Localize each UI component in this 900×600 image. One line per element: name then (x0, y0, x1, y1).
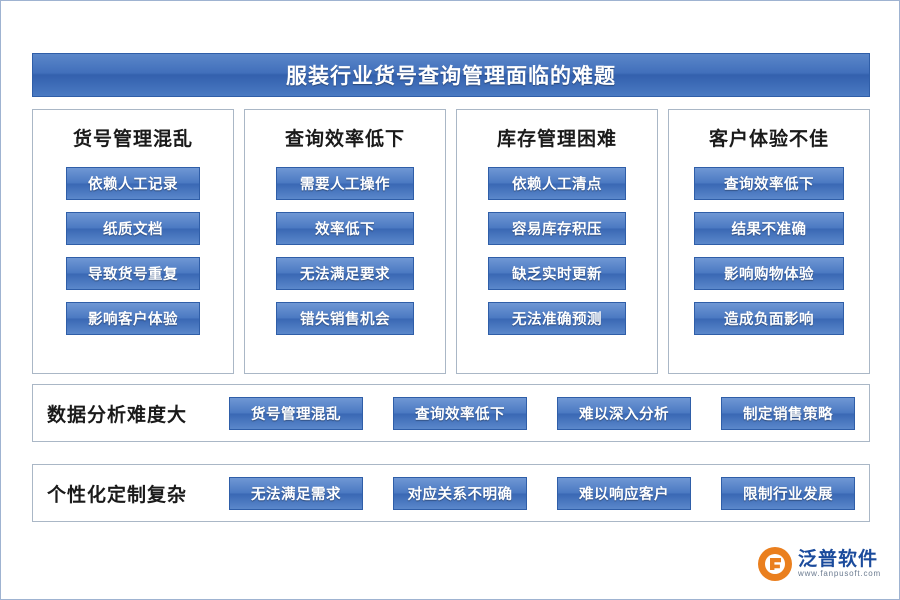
strip-gexinghua-dingzhi-fuza: 个性化定制复杂 无法满足需求 对应关系不明确 难以响应客户 限制行业发展 (32, 464, 870, 522)
strip-chips: 货号管理混乱 查询效率低下 难以深入分析 制定销售策略 (229, 396, 869, 430)
strip-label: 个性化定制复杂 (47, 484, 188, 506)
chip: 依赖人工记录 (66, 167, 200, 200)
chip: 造成负面影响 (694, 302, 844, 335)
chip: 无法准确预测 (488, 302, 626, 335)
chip: 效率低下 (276, 212, 414, 245)
column-huohao-guanli-hunluan: 货号管理混乱 依赖人工记录 纸质文档 导致货号重复 影响客户体验 (32, 109, 234, 374)
chip: 限制行业发展 (721, 476, 855, 510)
logo-text: 泛普软件 www.fanpusoft.com (798, 548, 881, 578)
chip: 影响客户体验 (66, 302, 200, 335)
column-heading: 货号管理混乱 (72, 129, 193, 150)
column-chaxun-xiaolv-dixia: 查询效率低下 需要人工操作 效率低下 无法满足要求 错失销售机会 (244, 109, 446, 374)
chip: 无法满足要求 (276, 257, 414, 290)
strip-shuju-fenxi-nandu-da: 数据分析难度大 货号管理混乱 查询效率低下 难以深入分析 制定销售策略 (32, 384, 870, 442)
chip: 制定销售策略 (721, 396, 855, 430)
diagram-title: 服装行业货号查询管理面临的难题 (32, 53, 870, 97)
chip: 需要人工操作 (276, 167, 414, 200)
column-kucun-guanli-kunnan: 库存管理困难 依赖人工清点 容易库存积压 缺乏实时更新 无法准确预测 (456, 109, 658, 374)
chip: 结果不准确 (694, 212, 844, 245)
chip: 查询效率低下 (393, 396, 527, 430)
chip: 错失销售机会 (276, 302, 414, 335)
column-heading: 库存管理困难 (496, 129, 617, 150)
chip: 难以深入分析 (557, 396, 691, 430)
chip: 难以响应客户 (557, 476, 691, 510)
strip-label: 数据分析难度大 (47, 404, 188, 426)
chip: 对应关系不明确 (393, 476, 527, 510)
columns-row: 货号管理混乱 依赖人工记录 纸质文档 导致货号重复 影响客户体验 查询效率低下 … (32, 109, 870, 374)
chip: 依赖人工清点 (488, 167, 626, 200)
globe-icon (758, 547, 792, 581)
strip-chips: 无法满足需求 对应关系不明确 难以响应客户 限制行业发展 (229, 476, 869, 510)
column-kehu-tiyan-bujia: 客户体验不佳 查询效率低下 结果不准确 影响购物体验 造成负面影响 (668, 109, 870, 374)
chip: 货号管理混乱 (229, 396, 363, 430)
chip: 影响购物体验 (694, 257, 844, 290)
chip: 无法满足需求 (229, 476, 363, 510)
chip: 纸质文档 (66, 212, 200, 245)
chip: 查询效率低下 (694, 167, 844, 200)
column-heading: 客户体验不佳 (708, 129, 829, 150)
logo-website: www.fanpusoft.com (798, 568, 881, 578)
column-heading: 查询效率低下 (284, 129, 405, 150)
chip: 导致货号重复 (66, 257, 200, 290)
chip: 缺乏实时更新 (488, 257, 626, 290)
logo-company-name: 泛普软件 (798, 548, 879, 570)
company-logo: 泛普软件 www.fanpusoft.com (758, 543, 883, 585)
chip: 容易库存积压 (488, 212, 626, 245)
